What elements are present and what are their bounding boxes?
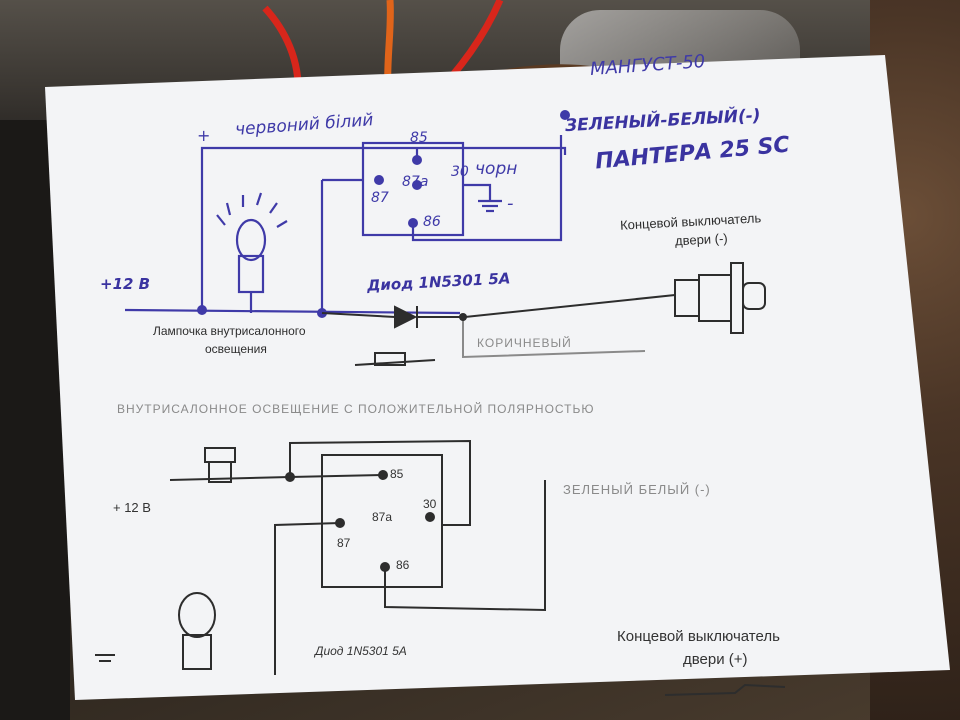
brown-label: КОРИЧНЕВЫЙ (477, 336, 572, 350)
top-printed (321, 262, 766, 366)
top-pin-85: 85 (410, 130, 428, 146)
bottom-lamp-base (182, 634, 212, 670)
diode-junction (459, 313, 467, 321)
diode-sketch-lead (354, 359, 436, 366)
bottom-pin-87a: 87a (372, 510, 393, 524)
top-lamp-base (237, 254, 265, 294)
schematic-drawing (45, 55, 950, 700)
bottom-pin-87: 87 (337, 536, 351, 550)
bottom-relay-box (321, 454, 443, 588)
paper-sheet: МАНГУСТ-50 ЗЕЛЕНЫЙ-БЕЛЫЙ(-) ПАНТЕРА 25 S… (45, 51, 950, 705)
lamp-label-line1: Лампочка внутрисалонного (153, 324, 306, 338)
bottom-pin-85: 85 (390, 467, 404, 481)
top-pin-86: 86 (423, 214, 441, 230)
bottom-connector-body (208, 461, 232, 483)
plus-sign: + (197, 126, 211, 145)
bottom-door-switch-line1: Концевой выключатель (617, 628, 780, 645)
top-door-switch-line2: двери (-) (674, 230, 729, 249)
brown-wire-line (462, 317, 646, 359)
bottom-door-switch (664, 683, 786, 696)
bottom-wire-85 (289, 474, 384, 478)
minus-sign: - (507, 193, 514, 214)
top-pin-87: 87 (371, 190, 389, 206)
bottom-lamp-bulb (178, 592, 216, 638)
top-lamp-bulb (235, 218, 267, 262)
top-supply-wire (200, 146, 567, 307)
bottom-circuit-dots (285, 470, 435, 572)
diode-symbol (394, 305, 418, 329)
top-supply-label: +12 В (100, 275, 151, 293)
top-lamp-rays (216, 192, 288, 228)
bottom-door-switch-line2: двери (+) (683, 651, 748, 668)
bottom-wire-86 (384, 480, 546, 612)
door-switch-plunger (742, 282, 766, 310)
bottom-pin-30: 30 (423, 497, 437, 511)
diode-sketch (374, 352, 406, 366)
diode-lead-left (321, 312, 396, 318)
bottom-section-title: ВНУТРИСАЛОННОЕ ОСВЕЩЕНИЕ С ПОЛОЖИТЕЛЬНОЙ… (117, 402, 595, 416)
top-pin-87a: 87a (402, 174, 429, 190)
bottom-wire-87 (274, 522, 341, 675)
bottom-loop-wire (289, 439, 471, 526)
top-wire-30 (463, 183, 492, 200)
top-pin-30: 30 (451, 164, 469, 180)
top-circuit-dots (197, 110, 570, 318)
top-wire-86 (411, 135, 563, 242)
bottom-green-white-label: ЗЕЛЕНЫЙ БЕЛЫЙ (-) (563, 482, 711, 497)
bottom-circuit (95, 439, 786, 696)
bottom-pin-86: 86 (396, 558, 410, 572)
black-label: чорн (475, 159, 518, 179)
lamp-label-line2: освещения (205, 342, 267, 356)
bottom-diode-label: Диод 1N5301 5A (315, 644, 407, 658)
bottom-supply-label: + 12 В (113, 500, 151, 515)
paper-surface (45, 55, 950, 700)
